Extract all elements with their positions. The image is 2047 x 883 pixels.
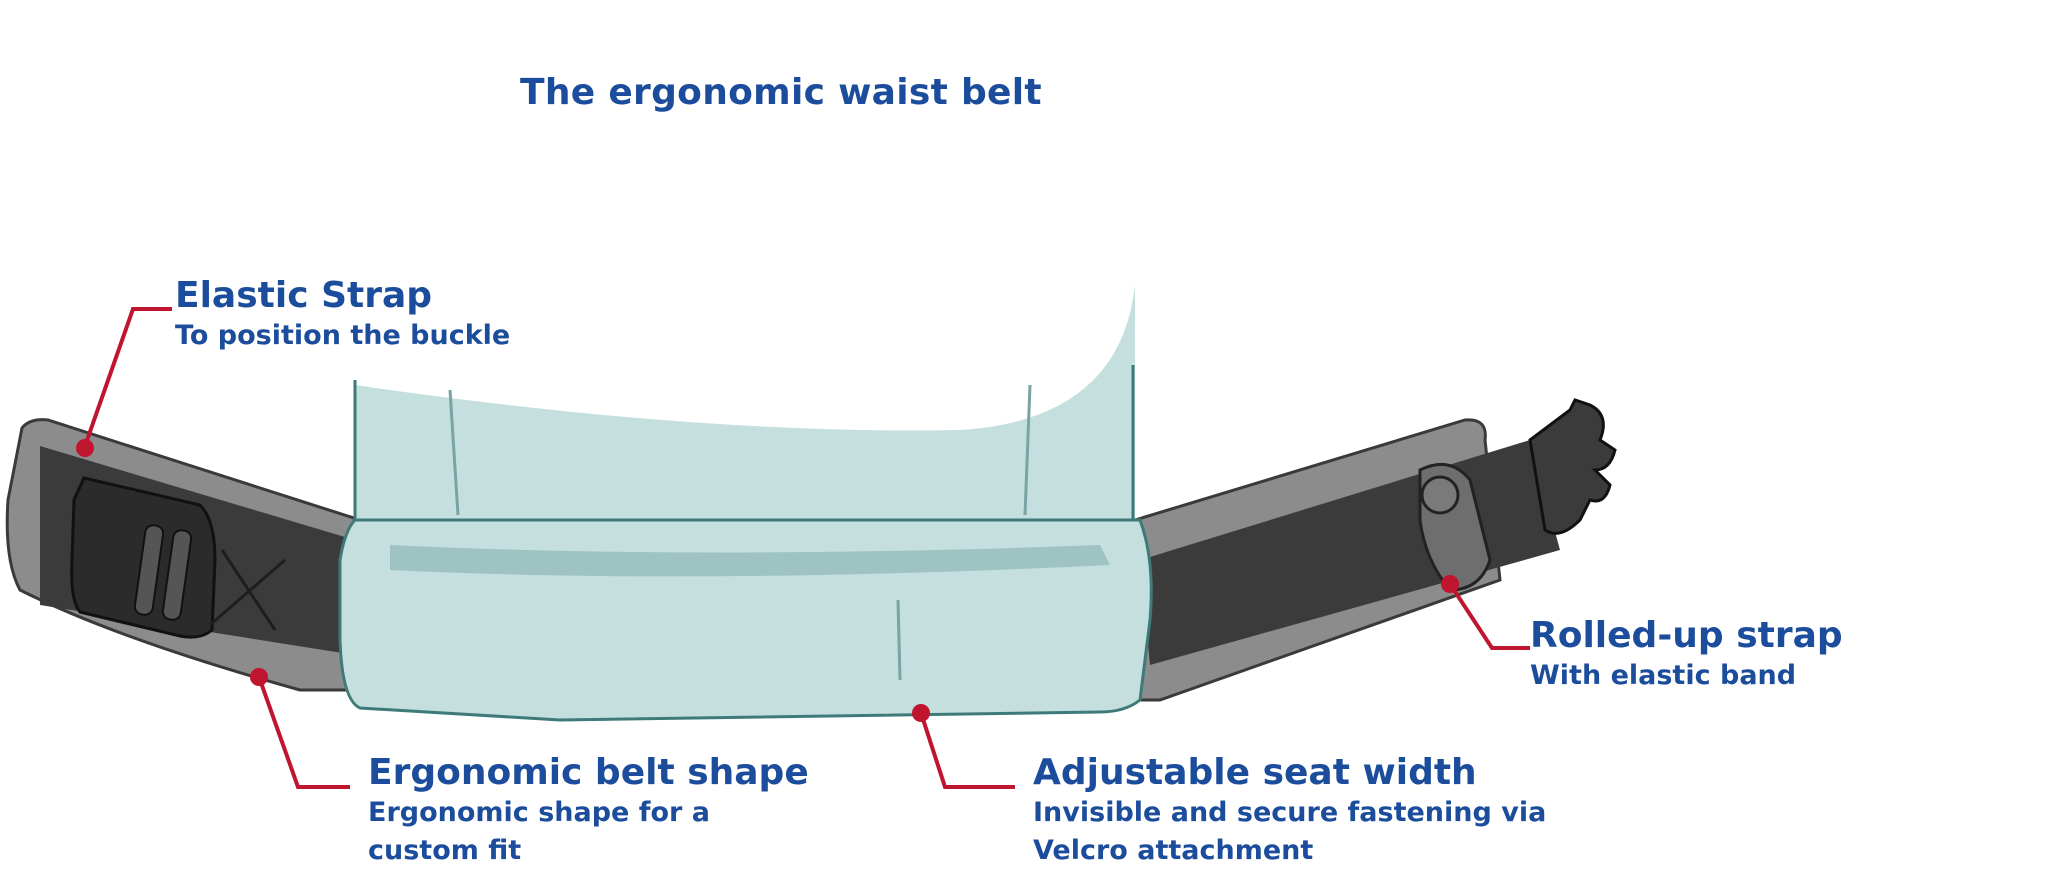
callout-seat-width: Adjustable seat width Invisible and secu… <box>1033 752 1546 870</box>
page-title: The ergonomic waist belt <box>520 72 1042 113</box>
callout-heading: Elastic Strap <box>175 275 433 316</box>
callout-sub: custom fit <box>368 835 522 866</box>
callout-heading: Ergonomic belt shape <box>368 752 809 793</box>
leader-belt-shape <box>250 668 350 789</box>
callout-sub: To position the buckle <box>175 320 511 351</box>
callout-elastic-strap: Elastic Strap To position the buckle <box>175 275 510 355</box>
seat-crease-3 <box>896 599 902 681</box>
callout-sub: Velcro attachment <box>1033 835 1314 866</box>
roll-center <box>1420 475 1460 515</box>
callout-belt-shape: Ergonomic belt shape Ergonomic shape for… <box>368 752 809 870</box>
seat-back <box>355 285 1135 520</box>
seat-fold <box>390 545 1110 577</box>
seat-crease-2 <box>1023 384 1032 516</box>
leader-seat-width <box>912 704 1015 789</box>
callout-sub: Ergonomic shape for a <box>368 797 710 828</box>
leader-rolled-strap <box>1441 575 1530 650</box>
callout-sub: With elastic band <box>1530 660 1797 691</box>
callout-heading: Adjustable seat width <box>1033 752 1477 793</box>
callout-rolled-strap: Rolled-up strap With elastic band <box>1530 615 1843 695</box>
buckle-slot-1 <box>133 524 165 616</box>
callout-heading: Rolled-up strap <box>1530 615 1843 656</box>
stitch-x <box>209 549 286 631</box>
strap-clip <box>1528 398 1617 535</box>
callout-sub: Invisible and secure fastening via <box>1033 797 1547 828</box>
seat-crease-1 <box>448 389 460 516</box>
buckle-slot-2 <box>161 529 193 621</box>
leader-elastic-strap <box>76 307 172 457</box>
